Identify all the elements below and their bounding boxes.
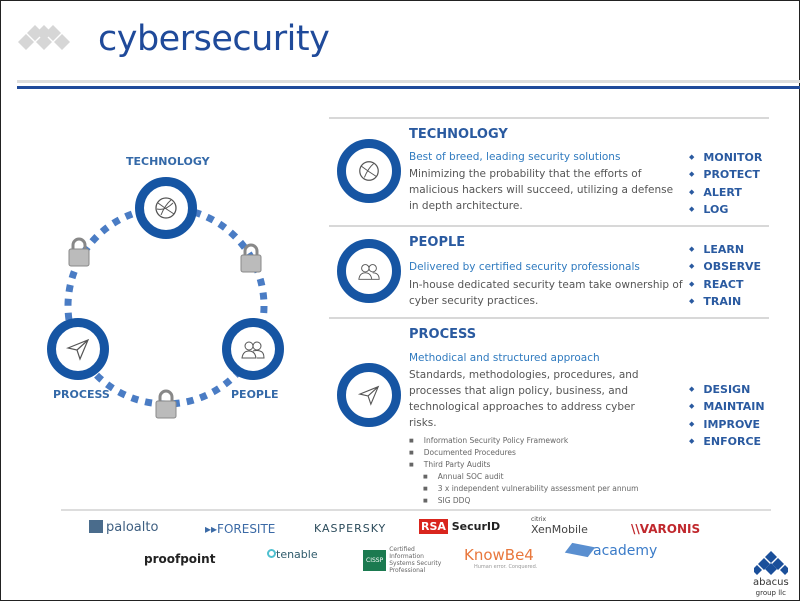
divider — [61, 509, 771, 511]
company-logo-mark — [17, 21, 71, 61]
logo-foresite: ▸▸FORESITE — [205, 522, 276, 536]
section-subtitle: Delivered by certified security professi… — [409, 261, 640, 273]
section-technology: TECHNOLOGY Best of breed, leading securi… — [329, 117, 769, 225]
sub-bullet: Annual SOC audit — [409, 471, 638, 483]
keyword: LEARN — [689, 241, 761, 258]
logo-rsa-securid: RSA SecurID — [419, 519, 501, 534]
globe-icon — [155, 197, 177, 219]
globe-icon — [359, 161, 379, 181]
keyword: MONITOR — [689, 149, 762, 166]
section-description: Minimizing the probability that the effo… — [409, 168, 674, 212]
sub-bullet: 3 x independent vulnerability assessment… — [409, 483, 639, 495]
people-icon-ring — [337, 239, 401, 303]
divider — [17, 80, 800, 83]
technology-node — [135, 177, 197, 239]
keyword: IMPROVE — [689, 416, 765, 433]
bullet: Information Security Policy Framework — [409, 435, 638, 447]
keyword-list: DESIGNMAINTAINIMPROVEENFORCE — [689, 381, 765, 450]
diagram-label-people: PEOPLE — [231, 388, 279, 401]
keyword: PROTECT — [689, 166, 762, 183]
bullet-list: Information Security Policy Framework Do… — [409, 435, 639, 507]
logo-academy: academy — [564, 542, 657, 559]
keyword: MAINTAIN — [689, 398, 764, 415]
keyword: ENFORCE — [689, 433, 765, 450]
section-title: PROCESS — [409, 327, 477, 342]
section-process: PROCESS Methodical and structured approa… — [329, 317, 769, 509]
section-title: TECHNOLOGY — [409, 127, 508, 142]
page-title: cybersecurity — [98, 19, 330, 59]
people-node — [222, 318, 284, 380]
technology-icon-ring — [337, 139, 401, 203]
people-icon — [358, 264, 380, 280]
abacus-mark-icon — [751, 551, 790, 575]
keyword: LOG — [689, 201, 762, 218]
paper-plane-icon — [65, 338, 90, 361]
section-title: PEOPLE — [409, 235, 466, 250]
cycle-dotted-ring — [64, 204, 268, 408]
diagram-label-process: PROCESS — [53, 388, 110, 401]
people-icon — [241, 341, 265, 359]
keyword: DESIGN — [689, 381, 765, 398]
sub-bullet: SIG DDQ — [409, 495, 638, 507]
section-subtitle: Best of breed, leading security solution… — [409, 151, 621, 163]
padlock-icon — [67, 237, 91, 271]
logo-proofpoint: proofpoint — [144, 552, 216, 566]
logo-kaspersky: KASPERSKY — [314, 522, 387, 535]
process-icon-ring — [337, 363, 401, 427]
process-node — [47, 318, 109, 380]
divider — [17, 86, 800, 89]
keyword-list: MONITORPROTECTALERTLOG — [689, 149, 762, 218]
logo-tenable: tenable — [267, 548, 318, 561]
keyword: OBSERVE — [689, 258, 761, 275]
logo-varonis: \\VARONIS — [631, 522, 701, 536]
paper-plane-icon — [357, 385, 380, 406]
diagram-label-technology: TECHNOLOGY — [126, 155, 210, 168]
bullet: Documented Procedures — [409, 447, 638, 459]
keyword: TRAIN — [689, 293, 761, 310]
padlock-icon — [154, 389, 178, 423]
section-people: PEOPLE Delivered by certified security p… — [329, 225, 769, 317]
section-description: In-house dedicated security team take ow… — [409, 279, 683, 307]
section-subtitle: Methodical and structured approach — [409, 352, 600, 364]
padlock-icon — [239, 243, 263, 277]
keyword-list: LEARNOBSERVEREACTTRAIN — [689, 241, 761, 310]
keyword: ALERT — [689, 184, 762, 201]
bullet: Third Party Audits — [409, 459, 638, 471]
logo-paloalto: paloalto — [89, 520, 158, 535]
keyword: REACT — [689, 276, 761, 293]
section-description: Standards, methodologies, procedures, an… — [409, 369, 639, 429]
